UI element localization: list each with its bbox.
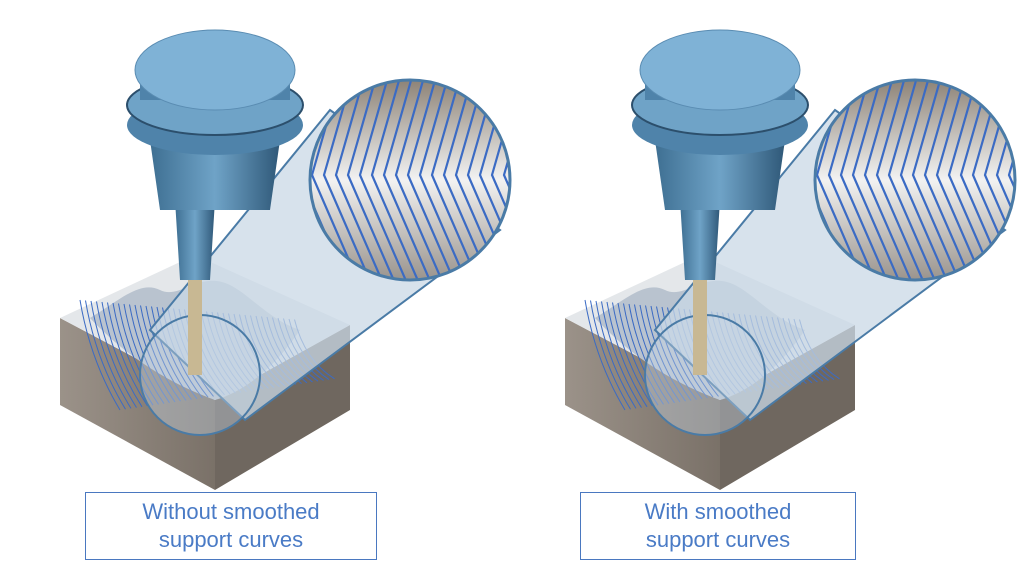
zoomed-toolpath-line [502, 80, 510, 280]
caption-with-smoothing: With smoothed support curves [580, 492, 856, 560]
zoomed-toolpath-line [334, 80, 388, 280]
zoomed-toolpath-line [370, 80, 424, 280]
zoomed-toolpath-line [406, 80, 460, 280]
toolpath-line [129, 304, 170, 404]
zoomed-toolpath-line [394, 80, 448, 280]
toolpath-line [134, 304, 176, 403]
zoomed-toolpath-line [490, 80, 510, 280]
zoomed-toolpath-line [516, 70, 566, 290]
toolpath-line [107, 302, 148, 407]
stock-left-face [60, 318, 215, 490]
zoomed-toolpath-line [346, 80, 400, 280]
tool-shank [188, 280, 202, 375]
panel-with-smoothing [565, 30, 1024, 490]
toolpath-line [151, 306, 192, 400]
panel-without-smoothing [60, 29, 578, 490]
toolpath-line [145, 305, 187, 401]
spindle-nose [175, 200, 215, 280]
spindle-cap [134, 29, 296, 111]
caption-without-smoothing: Without smoothed support curves [85, 492, 377, 560]
toolpath-line [85, 300, 126, 410]
spindle-body [150, 140, 280, 210]
zoomed-toolpath-line [528, 70, 578, 290]
toolpath-line [90, 300, 132, 409]
toolpath-line [118, 303, 159, 405]
toolpath-line [79, 299, 121, 411]
toolpath-line [112, 302, 154, 406]
toolpath-line [123, 303, 165, 404]
zoomed-toolpath-line [358, 80, 412, 280]
zoomed-toolpath-line [418, 80, 472, 280]
zoomed-toolpath-line [382, 80, 436, 280]
zoomed-toolpath-line [442, 80, 496, 280]
toolpath-line [101, 301, 143, 408]
toolpath-line [96, 301, 137, 408]
toolpath-line [140, 305, 181, 402]
zoomed-toolpath-line [430, 80, 484, 280]
